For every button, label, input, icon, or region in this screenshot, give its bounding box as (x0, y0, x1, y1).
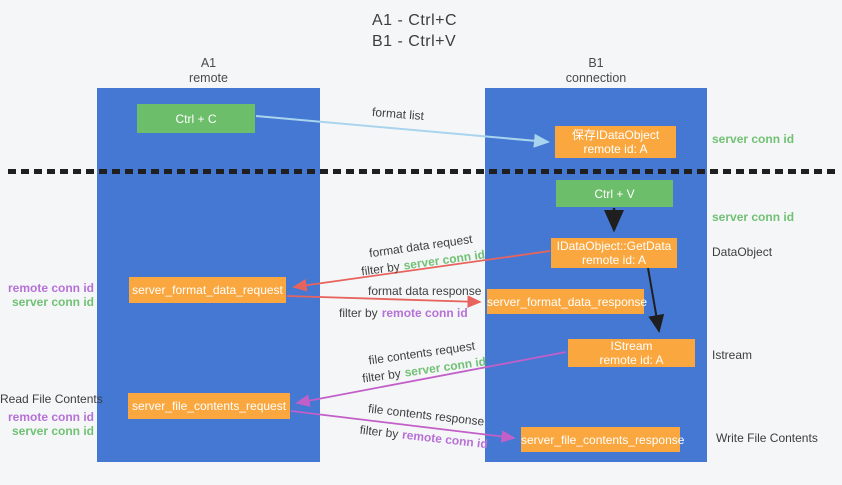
getdata-line2: remote id: A (581, 253, 647, 267)
diagram-title: A1 - Ctrl+C B1 - Ctrl+V (372, 10, 457, 52)
lifeline-a-id: A1 (200, 56, 217, 70)
server-conn-id-left-bottom: server conn id (11, 424, 94, 438)
dataobject-label: DataObject (712, 245, 773, 259)
server-format-data-response-label: server_format_data_response (487, 294, 648, 309)
read-file-contents-label: Read File Contents (0, 392, 103, 406)
filter-by-text: filter by (339, 306, 378, 320)
remote-conn-id-left-bottom: remote conn id (7, 410, 94, 424)
title-line-1: A1 - Ctrl+C (372, 12, 458, 29)
ctrl-c-label: Ctrl + C (175, 111, 217, 126)
lifeline-b-role: connection (565, 71, 627, 85)
istream-line2: remote id: A (599, 353, 664, 367)
remote-conn-id-text: remote conn id (401, 427, 489, 452)
phase-separator-dashed-line (8, 169, 836, 174)
remote-conn-id-text: remote conn id (381, 306, 468, 320)
ctrl-v-label: Ctrl + V (594, 186, 635, 201)
filter-by-text: filter by (360, 259, 401, 279)
format-list-label: format list (371, 104, 425, 124)
server-conn-id-right-mid: server conn id (712, 210, 795, 224)
server-file-contents-request-box: server_file_contents_request (128, 393, 290, 419)
server-conn-id-right-top: server conn id (712, 132, 795, 146)
save-dataobject-line2: remote id: A (583, 142, 648, 156)
lifeline-b-id: B1 (588, 56, 604, 70)
server-conn-id-left-top: server conn id (11, 295, 94, 309)
filter-by-text: filter by (359, 422, 400, 441)
save-dataobject-line1: 保存IDataObject (571, 128, 660, 142)
getdata-box: IDataObject::GetData remote id: A (551, 238, 677, 268)
save-dataobject-box: 保存IDataObject remote id: A (555, 126, 676, 158)
ctrl-v-box: Ctrl + V (556, 180, 673, 207)
lifeline-b-header: B1 connection (485, 56, 707, 86)
server-format-data-request-label: server_format_data_request (132, 283, 283, 297)
istream-line1: IStream (610, 339, 653, 353)
istream-side-label: Istream (712, 348, 753, 362)
filter-by-text: filter by (361, 366, 402, 386)
getdata-line1: IDataObject::GetData (556, 239, 672, 253)
server-file-contents-request-label: server_file_contents_request (131, 399, 287, 413)
remote-conn-id-left-top: remote conn id (7, 281, 94, 295)
write-file-contents-label: Write File Contents (716, 431, 818, 445)
title-line-2: B1 - Ctrl+V (372, 33, 457, 50)
lifeline-a-header: A1 remote (97, 56, 320, 86)
server-file-contents-response-box: server_file_contents_response (521, 427, 685, 452)
server-format-data-response-box: server_format_data_response (487, 289, 648, 314)
server-format-data-request-box: server_format_data_request (129, 277, 286, 303)
ctrl-c-box: Ctrl + C (137, 104, 255, 133)
istream-box: IStream remote id: A (568, 339, 695, 367)
format-data-response-label: format data response (368, 284, 482, 298)
lifeline-a-role: remote (189, 71, 228, 85)
server-file-contents-response-label: server_file_contents_response (521, 432, 685, 447)
